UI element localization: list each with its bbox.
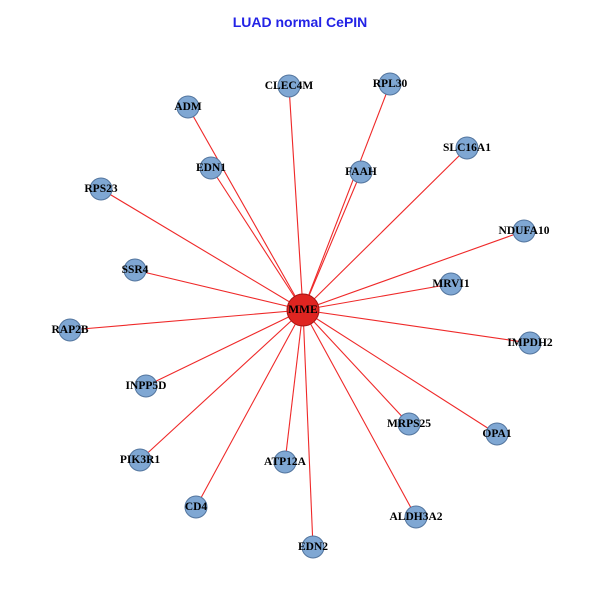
node-label-edn1: EDN1: [196, 162, 226, 174]
node-label-inpp5d: INPP5D: [126, 380, 167, 392]
node-label-rpl30: RPL30: [373, 78, 408, 90]
node-ssr4: [123, 258, 147, 282]
node-slc16a1: [455, 136, 479, 160]
node-label-impdh2: IMPDH2: [507, 337, 553, 349]
node-rpl30: [378, 72, 402, 96]
node-label-aldh3a2: ALDH3A2: [389, 511, 442, 523]
node-label-clec4m: CLEC4M: [265, 80, 314, 92]
edge-mme-faah: [302, 171, 362, 311]
node-mrps25: [397, 412, 421, 436]
edge-mme-mrvi1: [302, 283, 452, 311]
node-edn1: [199, 156, 223, 180]
node-label-slc16a1: SLC16A1: [443, 142, 491, 154]
plot-title: LUAD normal CePIN: [232, 14, 368, 30]
edge-mme-cd4: [195, 309, 304, 508]
node-label-mrps25: MRPS25: [387, 418, 431, 430]
node-label-cd4: CD4: [185, 501, 208, 513]
node-label-rps23: RPS23: [84, 183, 117, 195]
node-label-adm: ADM: [174, 101, 202, 113]
node-inpp5d: [134, 374, 158, 398]
node-edn2: [301, 535, 325, 559]
node-label-ndufa10: NDUFA10: [499, 225, 550, 237]
node-label-ssr4: SSR4: [122, 264, 149, 276]
node-aldh3a2: [404, 505, 428, 529]
edge-mme-rps23: [100, 188, 304, 311]
node-ndufa10: [512, 219, 536, 243]
edge-mme-slc16a1: [302, 147, 468, 311]
node-rps23: [89, 177, 113, 201]
node-mrvi1: [439, 272, 463, 296]
node-atp12a: [273, 450, 297, 474]
edge-mme-pik3r1: [139, 309, 304, 461]
hub-node-mme: [286, 293, 320, 327]
edge-mme-inpp5d: [145, 309, 304, 387]
edge-mme-impdh2: [302, 309, 531, 344]
node-label-rap2b: RAP2B: [51, 324, 88, 336]
node-label-mme: MME: [288, 304, 318, 316]
node-label-mrvi1: MRVI1: [432, 278, 470, 290]
node-impdh2: [518, 331, 542, 355]
node-faah: [349, 160, 373, 184]
node-adm: [176, 95, 200, 119]
edge-mme-clec4m: [288, 85, 304, 311]
edge-mme-edn2: [302, 309, 314, 548]
edge-mme-mrps25: [302, 309, 410, 425]
edge-mme-atp12a: [284, 309, 304, 463]
node-label-edn2: EDN2: [298, 541, 328, 553]
edge-mme-opa1: [302, 309, 498, 435]
node-cd4: [184, 495, 208, 519]
node-rap2b: [58, 318, 82, 342]
node-pik3r1: [128, 448, 152, 472]
edge-mme-adm: [187, 106, 304, 311]
node-clec4m: [277, 74, 301, 98]
node-label-opa1: OPA1: [482, 428, 511, 440]
node-opa1: [485, 422, 509, 446]
node-label-atp12a: ATP12A: [264, 456, 307, 468]
edge-mme-ndufa10: [302, 230, 525, 311]
node-label-pik3r1: PIK3R1: [120, 454, 161, 466]
edge-mme-rpl30: [302, 83, 391, 311]
edge-mme-rap2b: [69, 309, 304, 331]
edge-mme-aldh3a2: [302, 309, 417, 518]
node-label-faah: FAAH: [345, 166, 377, 178]
edge-mme-edn1: [210, 167, 304, 311]
edge-mme-ssr4: [134, 269, 304, 311]
